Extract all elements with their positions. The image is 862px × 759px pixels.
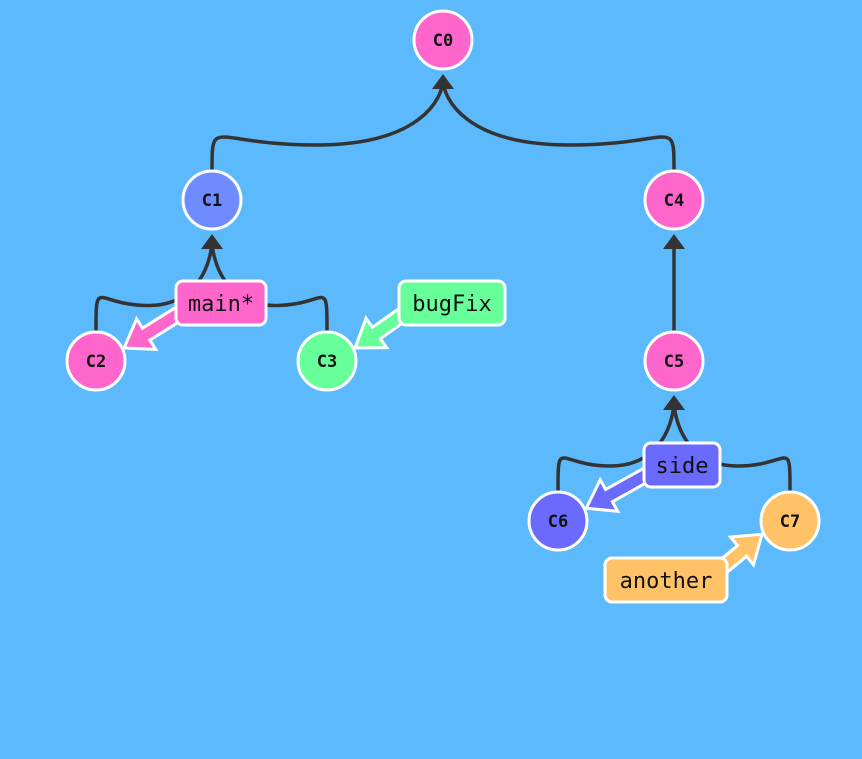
commit-circle xyxy=(412,9,474,71)
commit-label: C7 xyxy=(780,512,800,532)
commit-label: C6 xyxy=(548,512,568,532)
branch-name: side xyxy=(656,454,709,479)
commit-node-c4[interactable]: C4 xyxy=(643,169,705,231)
commit-circle xyxy=(759,490,821,552)
commit-label: C1 xyxy=(202,191,222,211)
commit-node-c5[interactable]: C5 xyxy=(643,330,705,392)
branch-tag-box xyxy=(174,279,268,327)
branch-name: bugFix xyxy=(412,292,491,317)
branch-tag-side[interactable]: side xyxy=(642,441,722,489)
commit-label: C2 xyxy=(86,352,106,372)
branch-tag-box xyxy=(642,441,722,489)
branch-tag-box xyxy=(397,279,507,327)
commit-circle xyxy=(65,330,127,392)
arrowhead-C1 xyxy=(201,234,223,249)
branch-tag-another[interactable]: another xyxy=(603,556,729,604)
edge-C3-C1 xyxy=(210,238,329,333)
edge-C1-C0 xyxy=(210,78,445,172)
branch-tag-box xyxy=(603,556,729,604)
edge-C2-C1 xyxy=(94,238,214,333)
commit-circle xyxy=(296,330,358,392)
branch-name: another xyxy=(620,569,713,594)
commit-label: C3 xyxy=(317,352,337,372)
commit-node-c1[interactable]: C1 xyxy=(181,169,243,231)
edge-C4-C0 xyxy=(441,78,676,172)
commit-circle xyxy=(643,169,705,231)
edge-C6-C5 xyxy=(556,399,676,493)
commit-node-c6[interactable]: C6 xyxy=(527,490,589,552)
commit-node-c3[interactable]: C3 xyxy=(296,330,358,392)
commit-circle xyxy=(181,169,243,231)
arrowhead-C5 xyxy=(663,395,685,410)
commit-circle xyxy=(643,330,705,392)
commit-circle xyxy=(527,490,589,552)
commit-node-c0[interactable]: C0 xyxy=(412,9,474,71)
commit-node-c2[interactable]: C2 xyxy=(65,330,127,392)
branch-tag-main[interactable]: main* xyxy=(174,279,268,327)
branch-tag-bugfix[interactable]: bugFix xyxy=(397,279,507,327)
commit-node-c7[interactable]: C7 xyxy=(759,490,821,552)
branch-name: main* xyxy=(188,292,254,317)
commit-label: C0 xyxy=(433,31,453,51)
arrowhead-C4 xyxy=(663,234,685,249)
commit-label: C5 xyxy=(664,352,684,372)
edge-C7-C5 xyxy=(672,399,792,493)
arrowhead-C0 xyxy=(432,74,454,89)
commit-label: C4 xyxy=(664,191,684,211)
